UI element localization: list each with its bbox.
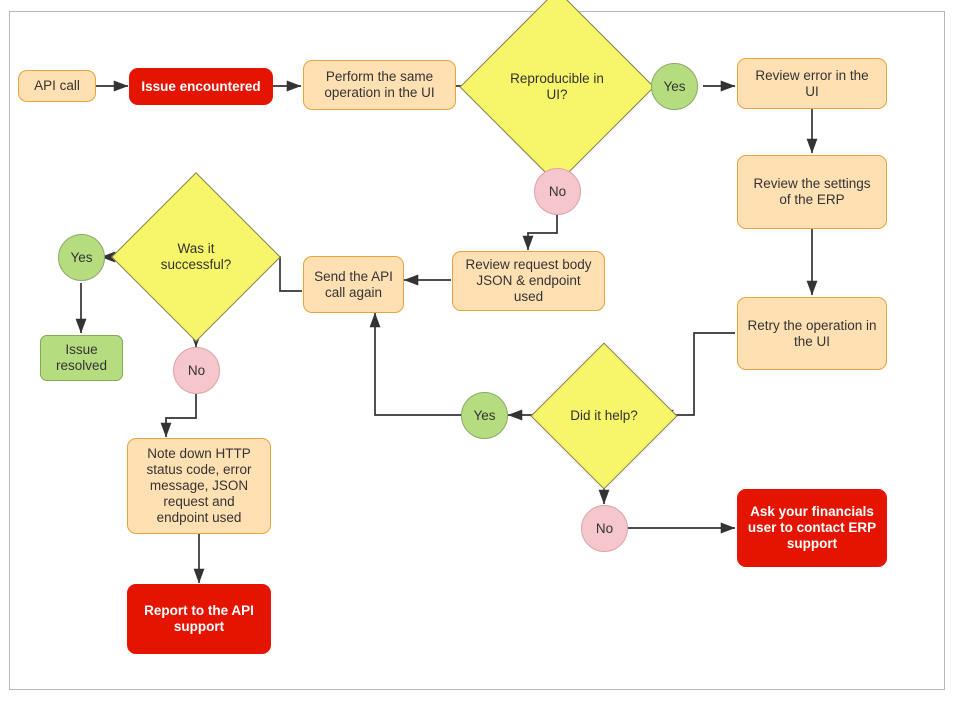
node-was-it-successful-label: Was it successful? — [160, 241, 232, 272]
node-note-down-http-label: Note down HTTP status code, error messag… — [146, 446, 252, 525]
connector-successful-yes[interactable]: Yes — [58, 234, 105, 281]
connector-did-it-help-no[interactable]: No — [581, 505, 628, 552]
node-review-request-body-label: Review request body JSON & endpoint used — [465, 257, 592, 304]
node-issue-resolved[interactable]: Issue resolved — [40, 335, 123, 381]
node-did-it-help-label: Did it help? — [570, 408, 638, 424]
connector-successful-yes-label: Yes — [70, 249, 93, 265]
node-api-call-label: API call — [34, 78, 80, 94]
connector-reproducible-no[interactable]: No — [534, 168, 581, 215]
node-review-error-in-ui-label: Review error in the UI — [755, 67, 869, 99]
connector-reproducible-yes-label: Yes — [663, 78, 686, 94]
node-reproducible-in-ui[interactable]: Reproducible in UI? — [459, 0, 655, 185]
connector-did-it-help-no-label: No — [595, 520, 614, 536]
node-ask-financials-user[interactable]: Ask your financials user to contact ERP … — [737, 489, 887, 567]
node-was-it-successful[interactable]: Was it successful? — [111, 172, 281, 342]
node-review-settings-erp[interactable]: Review the settings of the ERP — [737, 155, 887, 229]
node-reproducible-in-ui-label: Reproducible in UI? — [510, 71, 604, 102]
node-retry-operation-ui[interactable]: Retry the operation in the UI — [737, 297, 887, 370]
node-report-api-support-label: Report to the API support — [144, 603, 254, 634]
connector-did-it-help-yes-label: Yes — [473, 407, 496, 423]
node-issue-encountered-label: Issue encountered — [141, 78, 261, 94]
node-ask-financials-user-label: Ask your financials user to contact ERP … — [747, 504, 877, 551]
node-api-call[interactable]: API call — [18, 70, 96, 102]
node-review-error-in-ui[interactable]: Review error in the UI — [737, 58, 887, 109]
connector-reproducible-yes[interactable]: Yes — [651, 63, 698, 110]
connector-successful-no-label: No — [187, 362, 206, 378]
node-send-api-call-again-label: Send the API call again — [314, 268, 393, 300]
connector-did-it-help-yes[interactable]: Yes — [461, 392, 508, 439]
node-did-it-help[interactable]: Did it help? — [530, 342, 678, 490]
connector-reproducible-no-label: No — [548, 183, 567, 199]
node-retry-operation-ui-label: Retry the operation in the UI — [747, 317, 877, 349]
node-perform-same-operation[interactable]: Perform the same operation in the UI — [303, 60, 456, 110]
connector-successful-no[interactable]: No — [173, 347, 220, 394]
node-review-settings-erp-label: Review the settings of the ERP — [753, 176, 871, 207]
node-perform-same-operation-label: Perform the same operation in the UI — [324, 69, 435, 100]
node-issue-resolved-label: Issue resolved — [55, 342, 108, 373]
node-send-api-call-again[interactable]: Send the API call again — [303, 256, 404, 313]
node-note-down-http[interactable]: Note down HTTP status code, error messag… — [127, 438, 271, 534]
node-issue-encountered[interactable]: Issue encountered — [129, 68, 273, 105]
node-review-request-body[interactable]: Review request body JSON & endpoint used — [452, 251, 605, 311]
node-report-api-support[interactable]: Report to the API support — [127, 584, 271, 654]
